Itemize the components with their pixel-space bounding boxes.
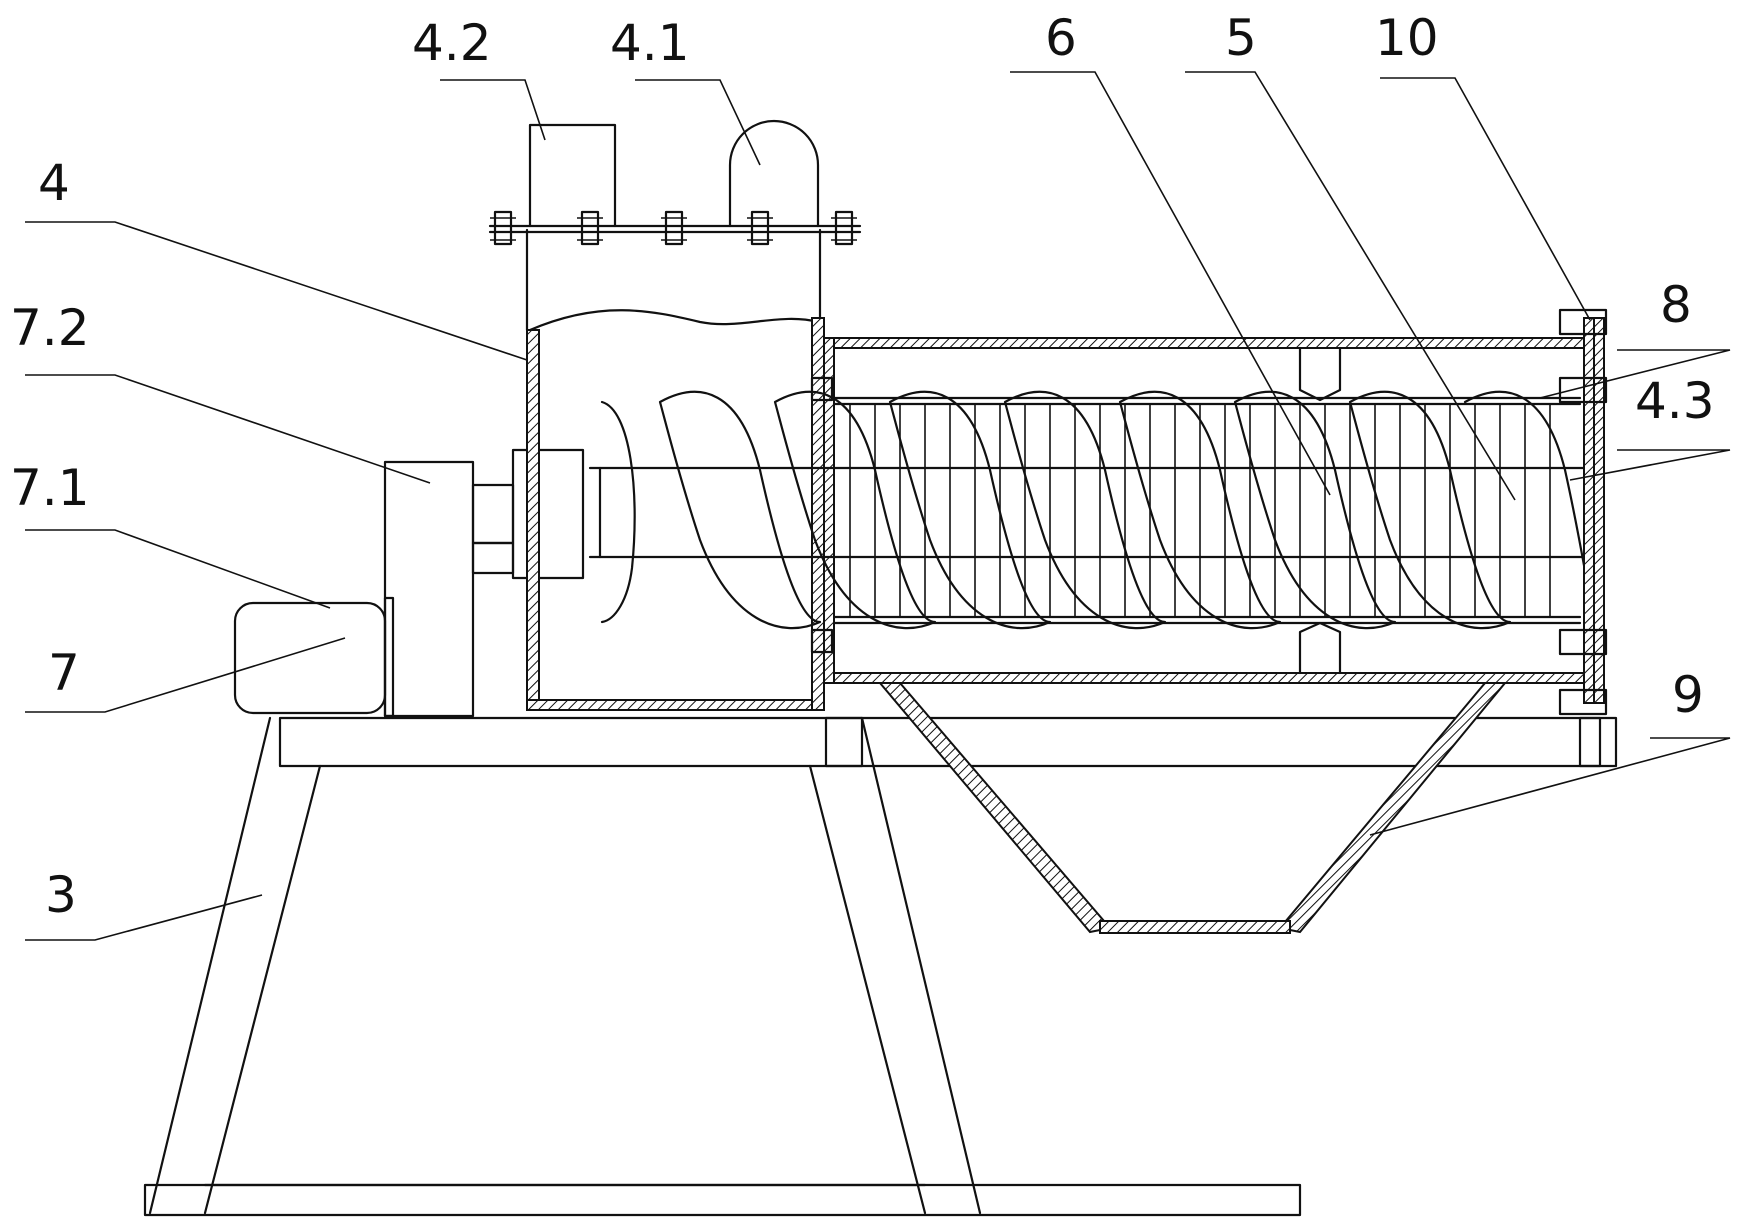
label-4-3: 4.3 xyxy=(1635,372,1715,430)
label-7: 7 xyxy=(48,644,80,702)
label-9: 9 xyxy=(1672,666,1704,724)
label-8: 8 xyxy=(1660,276,1692,334)
screw-flights xyxy=(660,392,1596,628)
label-4-2: 4.2 xyxy=(412,14,492,72)
label-5: 5 xyxy=(1225,9,1257,67)
inlet-4-2 xyxy=(530,125,615,226)
screw-conveyor xyxy=(590,392,1600,628)
flange-bolts xyxy=(490,212,857,244)
reducer xyxy=(385,450,583,716)
label-3: 3 xyxy=(45,866,77,924)
label-7-1: 7.1 xyxy=(10,459,90,517)
part-labels: 4.2 4.1 6 5 10 4 8 7.2 4.3 7.1 7 9 3 xyxy=(10,9,1715,924)
end-plate xyxy=(1560,310,1606,714)
outer-housing xyxy=(812,338,1584,683)
label-4: 4 xyxy=(38,154,70,212)
label-7-2: 7.2 xyxy=(10,299,90,357)
label-4-1: 4.1 xyxy=(610,14,690,72)
feed-hopper xyxy=(490,121,860,710)
motor xyxy=(235,598,393,716)
label-6: 6 xyxy=(1045,9,1077,67)
screen-cage-bars xyxy=(850,404,1550,617)
label-10: 10 xyxy=(1375,9,1439,67)
discharge-trough xyxy=(880,683,1505,933)
inlet-4-1 xyxy=(730,121,818,226)
